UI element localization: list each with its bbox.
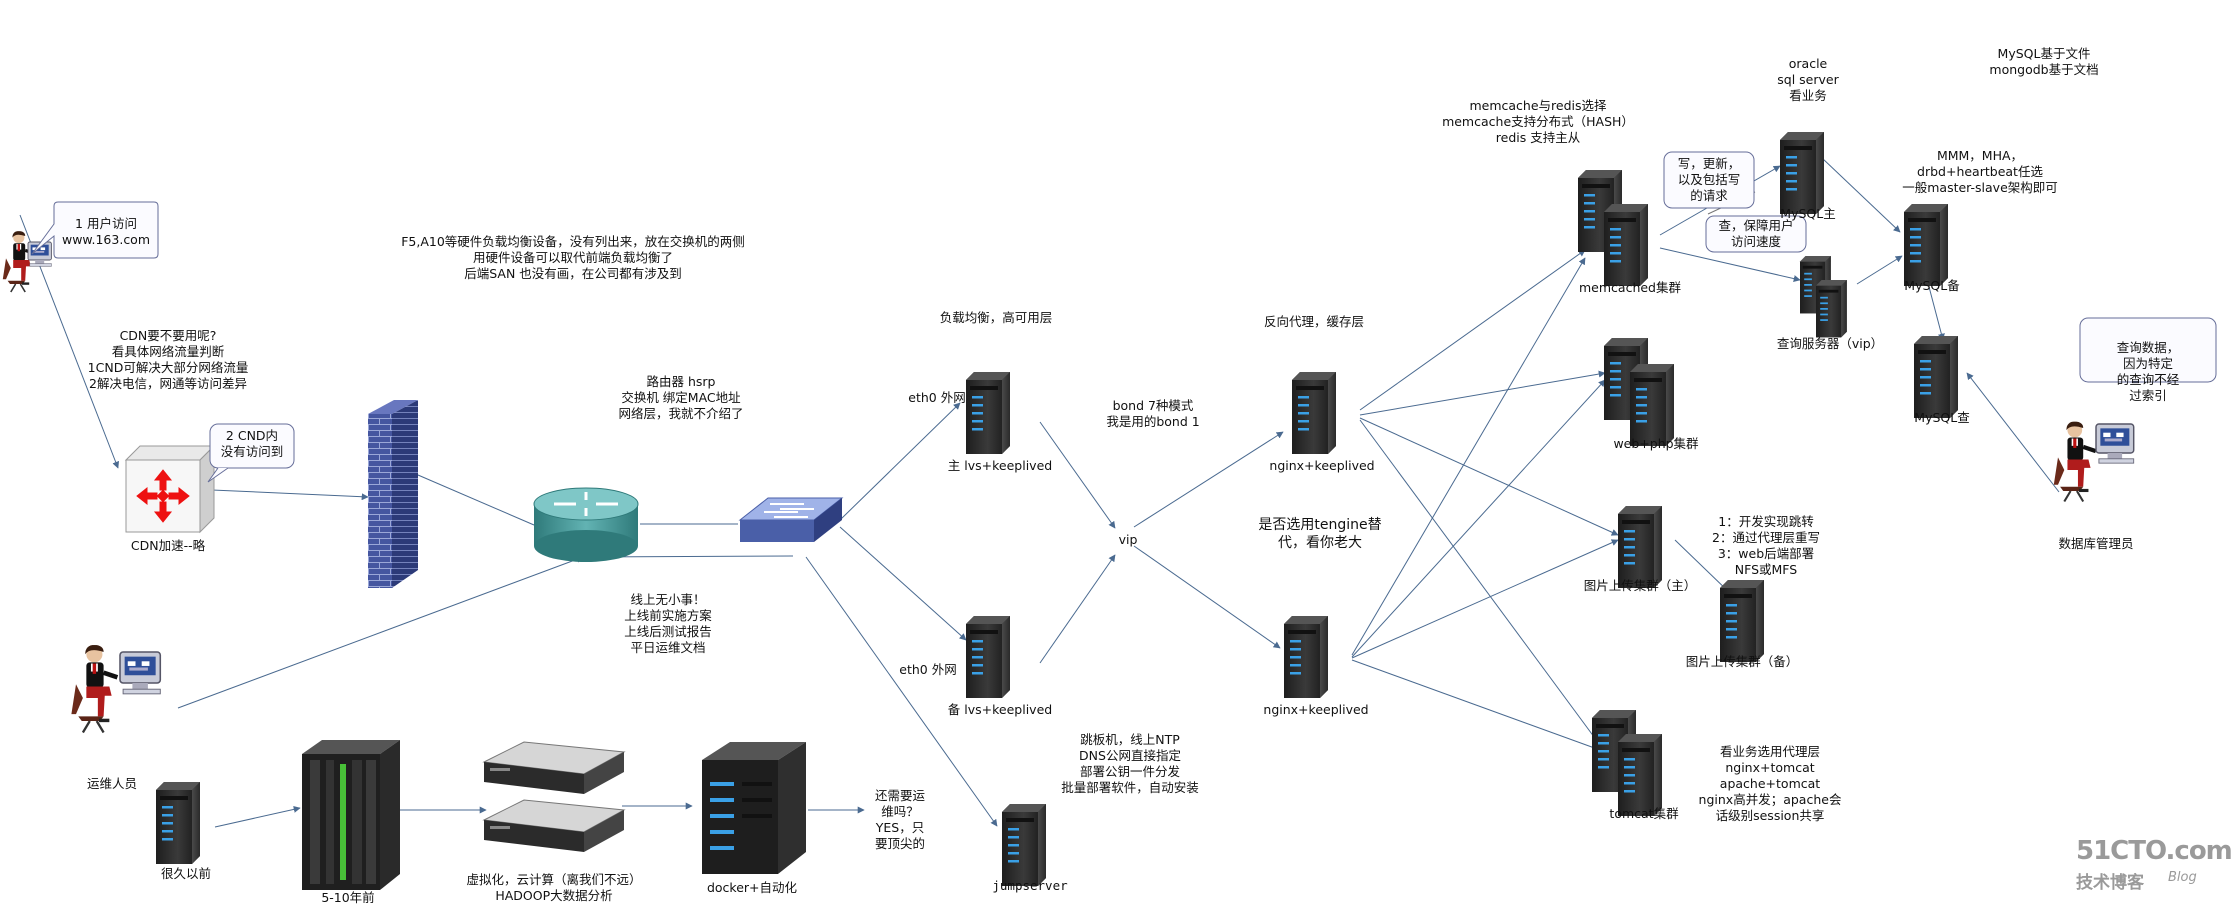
- tomcat-label: tomcat集群: [1609, 806, 1679, 821]
- arrow-ops-to-router: [177, 555, 584, 709]
- ops-question: 还需要运 维吗？ YES，只 要顶尖的: [874, 788, 926, 851]
- callout-dba-note: [2079, 317, 2217, 383]
- img-notes: 1：开发实现跳转 2：通过代理层重写 3：web后端部署 NFS或MFS: [1712, 514, 1820, 577]
- tengine-note: 是否选用tengine替 代，看你老大: [1258, 517, 1382, 551]
- mysql-query-label: MySQL查: [1914, 410, 1970, 425]
- callout-cdn-tail: [207, 467, 229, 483]
- arrow-lvs-backup-to-vip: [1039, 554, 1116, 664]
- nginx-bottom-label: nginx+keeplived: [1263, 702, 1369, 717]
- router-icon: [533, 487, 639, 562]
- oracle-note: oracle sql server 看业务: [1777, 56, 1839, 103]
- cdn-question: CDN要不要用呢? 看具体网络流量判断 1CND可解决大部分网络流量 2解决电信…: [87, 328, 249, 391]
- arrow-cdn-to-firewall: [211, 489, 369, 501]
- connectors: [19, 157, 2060, 828]
- mysql-doc-note: MySQL基于文件 mongodb基于文档: [1989, 46, 2099, 77]
- arrow-vip-to-nginx-bottom: [1133, 545, 1281, 649]
- read-note: 查，保障用户 访问速度: [1718, 218, 1794, 249]
- router-note: 路由器 hsrp 交换机 绑定MAC地址 网络层，我就不介绍了: [618, 374, 744, 421]
- dba-note: 查询数据，因为特定 的查询不经过索引: [2116, 340, 2180, 403]
- mysql-master-label: MySQL主: [1780, 206, 1836, 221]
- arrow-lvs-master-to-vip: [1039, 421, 1116, 529]
- arrow-nginx-top-webphp: [1359, 370, 1606, 416]
- tomcat-note: 看业务选用代理层 nginx+tomcat apache+tomcat ngin…: [1698, 744, 1842, 823]
- img-backup-label: 图片上传集群（备）: [1685, 654, 1799, 669]
- mysql-backup-label: MySQL备: [1904, 278, 1960, 293]
- hw-lb-note: F5,A10等硬件负载均衡设备，没有列出来，放在交换机的两侧 用硬件设备可以取代…: [401, 234, 745, 281]
- mainframe-icon: [302, 740, 400, 890]
- admin-icon: [71, 645, 162, 732]
- arrow-dba-to-mysql-query: [1966, 372, 2060, 493]
- lvs-master-label: 主 lvs+keeplived: [947, 458, 1053, 473]
- old-server-label: 很久以前: [160, 866, 212, 881]
- firewall-icon: [368, 400, 418, 588]
- eth0-bottom: eth0 外网: [899, 662, 957, 677]
- years-ago-label: 5-10年前: [321, 890, 375, 905]
- arrow-nginx-bottom-img: [1351, 539, 1619, 659]
- user-note: 1 用户访问 www.163.com: [61, 216, 151, 247]
- memcache-note: memcache与redis选择 memcache支持分布式（HASH） red…: [1442, 98, 1634, 145]
- rack-server-icon: [482, 741, 626, 852]
- arrow-switch-to-jumpserver: [805, 556, 998, 827]
- arrow-nginx-top-memcached: [1359, 249, 1586, 411]
- arrow-nginx-bottom-tomcat: [1351, 659, 1601, 752]
- arrow-nginx-top-img: [1359, 417, 1619, 536]
- watermark-sub: 技术博客: [2076, 873, 2144, 893]
- arrow-vip-to-nginx-top: [1133, 431, 1284, 528]
- arrow-nginx-bottom-webphp: [1351, 379, 1606, 658]
- callout-write-note: [1663, 151, 1755, 209]
- watermark-site: 51CTO.com: [2076, 836, 2232, 866]
- proxy-layer-label: 反向代理，缓存层: [1263, 314, 1365, 329]
- jump-note: 跳板机，线上NTP DNS公网直接指定 部署公钥一件分发 批量部署软件，自动安装: [1061, 732, 1199, 795]
- arrow-backup-to-mysql-query: [1927, 282, 1945, 341]
- callout-read-note: [1705, 215, 1807, 253]
- arrow-query-to-backup: [1856, 255, 1903, 285]
- cdn-label: CDN加速--略: [130, 538, 206, 553]
- online-note: 线上无小事！ 上线前实施方案 上线后测试报告 平日运维文档: [624, 592, 712, 655]
- eth0-top: eth0 外网: [908, 390, 966, 405]
- ops-label: 运维人员: [86, 776, 138, 791]
- img-master-label: 图片上传集群（主）: [1583, 578, 1697, 593]
- arrow-switch-to-lvs-backup: [839, 526, 967, 641]
- jump-label: jumpserver: [992, 878, 1068, 893]
- cdn-box-icon: [124, 444, 216, 534]
- query-servers-label: 查询服务器（vip）: [1776, 336, 1884, 351]
- arrow-nginx-bottom-memcached: [1351, 257, 1586, 656]
- line-firewall-to-router: [417, 474, 535, 526]
- write-note: 写，更新， 以及包括写 的请求: [1677, 156, 1741, 203]
- lvs-backup-label: 备 lvs+keeplived: [947, 702, 1053, 717]
- nginx-top-label: nginx+keeplived: [1269, 458, 1375, 473]
- bond-note: bond 7种模式 我是用的bond 1: [1106, 398, 1200, 429]
- cdn-note: 2 CND内 没有访问到: [220, 428, 284, 459]
- vip-label: vip: [1118, 532, 1138, 547]
- callout-cdn-note: [209, 423, 295, 469]
- docker-label: docker+自动化: [706, 880, 798, 895]
- cloud-label: 虚拟化，云计算（离我们不远） HADOOP大数据分析: [466, 872, 642, 903]
- arrow-switch-to-lvs-master: [839, 402, 961, 521]
- mmm-note: MMM，MHA， drbd+heartbeat任选 一般master-slave…: [1902, 148, 2058, 195]
- lb-layer-label: 负载均衡，高可用层: [939, 310, 1053, 325]
- arrow-nginx-top-tomcat: [1359, 419, 1601, 746]
- arrow-mysql-master-to-backup: [1821, 157, 1901, 233]
- watermark-blog: Blog: [2168, 870, 2197, 885]
- arrow-old-to-mainframe: [214, 805, 301, 828]
- switch-icon: [738, 497, 844, 542]
- admin-icon: [2054, 422, 2135, 502]
- dba-label: 数据库管理员: [2058, 536, 2134, 551]
- webphp-label: web+php集群: [1613, 436, 1699, 451]
- docker-server-icon: [702, 742, 806, 874]
- callout-user-note: [31, 201, 159, 259]
- memcached-label: memcached集群: [1579, 280, 1681, 295]
- arrow-memcached-to-query: [1659, 247, 1801, 283]
